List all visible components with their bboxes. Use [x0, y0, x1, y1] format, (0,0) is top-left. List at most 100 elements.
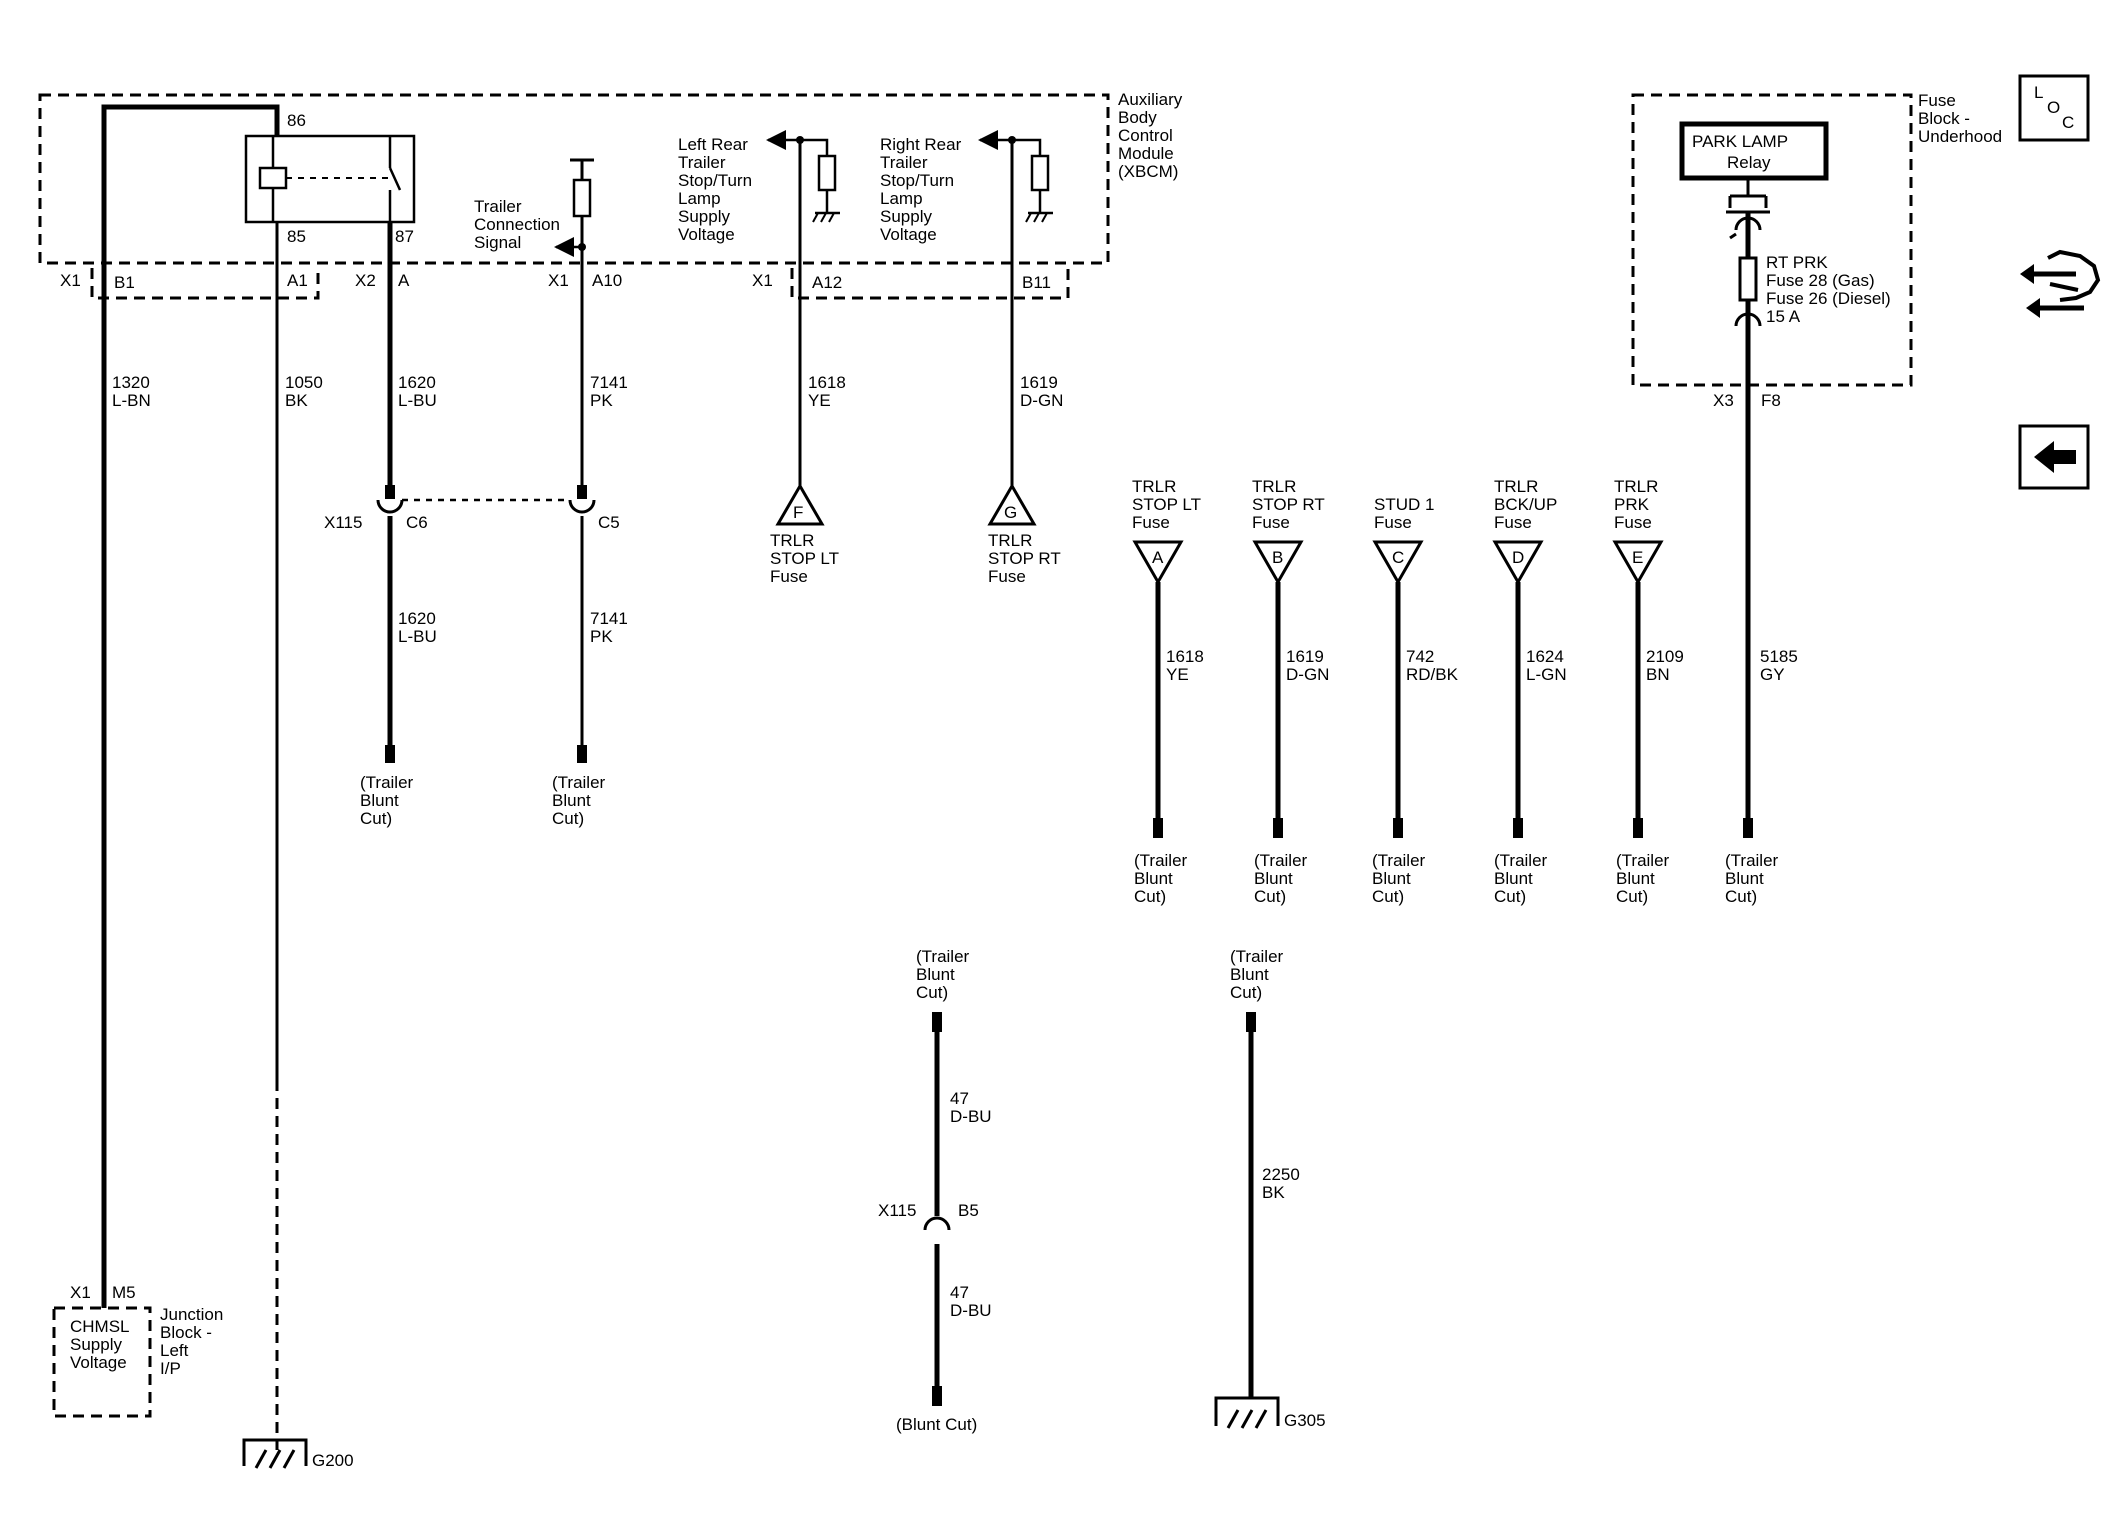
fuse-ref-g-letter: G	[1004, 503, 1017, 522]
hand-plug-icon	[2047, 249, 2101, 302]
junction-block-box	[52, 1306, 152, 1418]
fuse-ref-b-letter: B	[1272, 548, 1283, 567]
conn-a: A	[398, 271, 410, 290]
ground-g305-icon	[1214, 1396, 1280, 1429]
fuse-ref-f-letter: F	[793, 503, 803, 522]
conn-m5: M5	[112, 1283, 136, 1302]
park-lamp-relay-label: PARK LAMP Relay	[1692, 132, 1792, 172]
conn-a12: A12	[812, 273, 842, 292]
relay-coil-icon	[258, 166, 288, 190]
chmsl-supply-label: CHMSL Supply Voltage	[70, 1317, 134, 1372]
conn-x1: X1	[60, 271, 81, 290]
loc-letter-l: L	[2034, 83, 2043, 102]
inline-connector-b5	[923, 1216, 951, 1231]
conn-c5: C5	[598, 513, 620, 532]
resistor-icon	[1030, 154, 1050, 192]
trailer-connection-signal-label: Trailer Connection Signal	[474, 197, 565, 252]
inline-connector-c6	[376, 499, 404, 514]
module-ground-icon	[1025, 211, 1053, 223]
connector-x1-group-right	[790, 268, 1070, 300]
fuse-ref-e-letter: E	[1632, 548, 1643, 567]
relay-switch-icon	[388, 167, 402, 191]
junction-block-name: Junction Block - Left I/P	[160, 1305, 228, 1378]
ground-g305-label: G305	[1284, 1411, 1326, 1430]
relay-pin-85: 85	[287, 227, 306, 246]
relay-terminal-icon	[1726, 178, 1770, 214]
conn-b11: B11	[1022, 273, 1051, 292]
conn-x1-m5: X1	[70, 1283, 91, 1302]
loc-letter-o: O	[2047, 98, 2060, 117]
loc-letter-c: C	[2062, 113, 2074, 132]
resistor-icon	[817, 154, 837, 192]
conn-x1-a12: X1	[752, 271, 773, 290]
fuse-ref-c-letter: C	[1392, 548, 1404, 567]
back-arrow-icon	[2034, 441, 2076, 473]
fuse-ref-c	[1372, 540, 1424, 586]
fuse-block-name: Fuse Block - Underhood	[1918, 91, 2002, 146]
blunt-cut-47-bottom: (Blunt Cut)	[896, 1415, 977, 1434]
rt-prk-fuse-label: RT PRK Fuse 28 (Gas) Fuse 26 (Diesel) 15…	[1766, 253, 1895, 326]
conn-x1-a10: X1	[548, 271, 569, 290]
conn-c6: C6	[406, 513, 428, 532]
fuse-block-underhood-box	[1631, 93, 1913, 387]
fuse-ref-d	[1492, 540, 1544, 586]
park-lamp-relay	[1679, 121, 1829, 181]
conn-x2: X2	[355, 271, 376, 290]
xbcm-module-box	[38, 93, 1110, 265]
back-button[interactable]	[2018, 424, 2090, 490]
conn-x115-c: X115	[324, 513, 362, 532]
relay-pin-86: 86	[287, 111, 306, 130]
fuse-ref-d-letter: D	[1512, 548, 1524, 567]
inline-connector-c5	[568, 499, 596, 514]
conn-x3: X3	[1713, 391, 1734, 410]
connector-x1-group	[90, 268, 320, 300]
connector-view-button[interactable]	[2020, 249, 2101, 318]
fuse-ref-a-letter: A	[1152, 548, 1164, 567]
fuse-ref-a	[1132, 540, 1184, 586]
ground-g200-icon	[242, 1438, 308, 1469]
fuse-ref-g	[987, 483, 1037, 526]
conn-b1: B1	[114, 273, 135, 292]
relay-pin-87: 87	[395, 227, 414, 246]
rt-prk-fuse-icon	[1738, 256, 1758, 302]
fuse-ref-f	[775, 483, 825, 526]
location-view-button[interactable]: L O C	[2018, 74, 2090, 142]
left-rear-supply-label: Left Rear Trailer Stop/Turn Lamp Supply …	[678, 135, 757, 244]
conn-a1: A1	[287, 271, 308, 290]
conn-a10: A10	[592, 271, 622, 290]
resistor-icon	[572, 178, 592, 218]
